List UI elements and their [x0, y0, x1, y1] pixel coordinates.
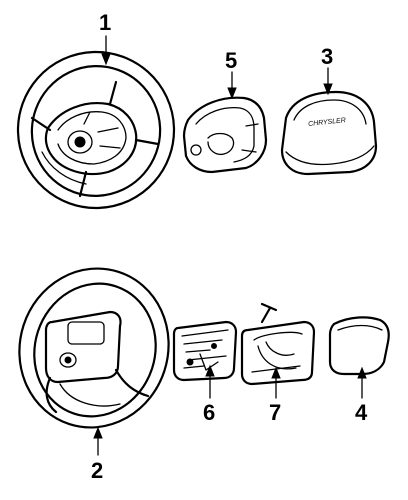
part-4-cover-pad: [328, 316, 390, 376]
part-5-steering-column-cover: [182, 96, 268, 174]
horn-pad-emblem: CHRYSLER: [308, 117, 346, 128]
part-3-horn-pad: CHRYSLER: [280, 90, 378, 176]
part-2-steering-wheel: [18, 267, 170, 429]
callout-6: 6: [203, 400, 215, 425]
callout-2: 2: [91, 458, 103, 483]
part-1-steering-wheel: [16, 50, 176, 210]
callout-5: 5: [225, 48, 237, 73]
callout-3: 3: [321, 44, 333, 69]
callout-1: 1: [99, 10, 111, 35]
callout-4: 4: [355, 400, 368, 425]
callout-7: 7: [269, 400, 281, 425]
leader-lines: [93, 35, 367, 456]
part-6-horn-switch: [172, 320, 238, 382]
